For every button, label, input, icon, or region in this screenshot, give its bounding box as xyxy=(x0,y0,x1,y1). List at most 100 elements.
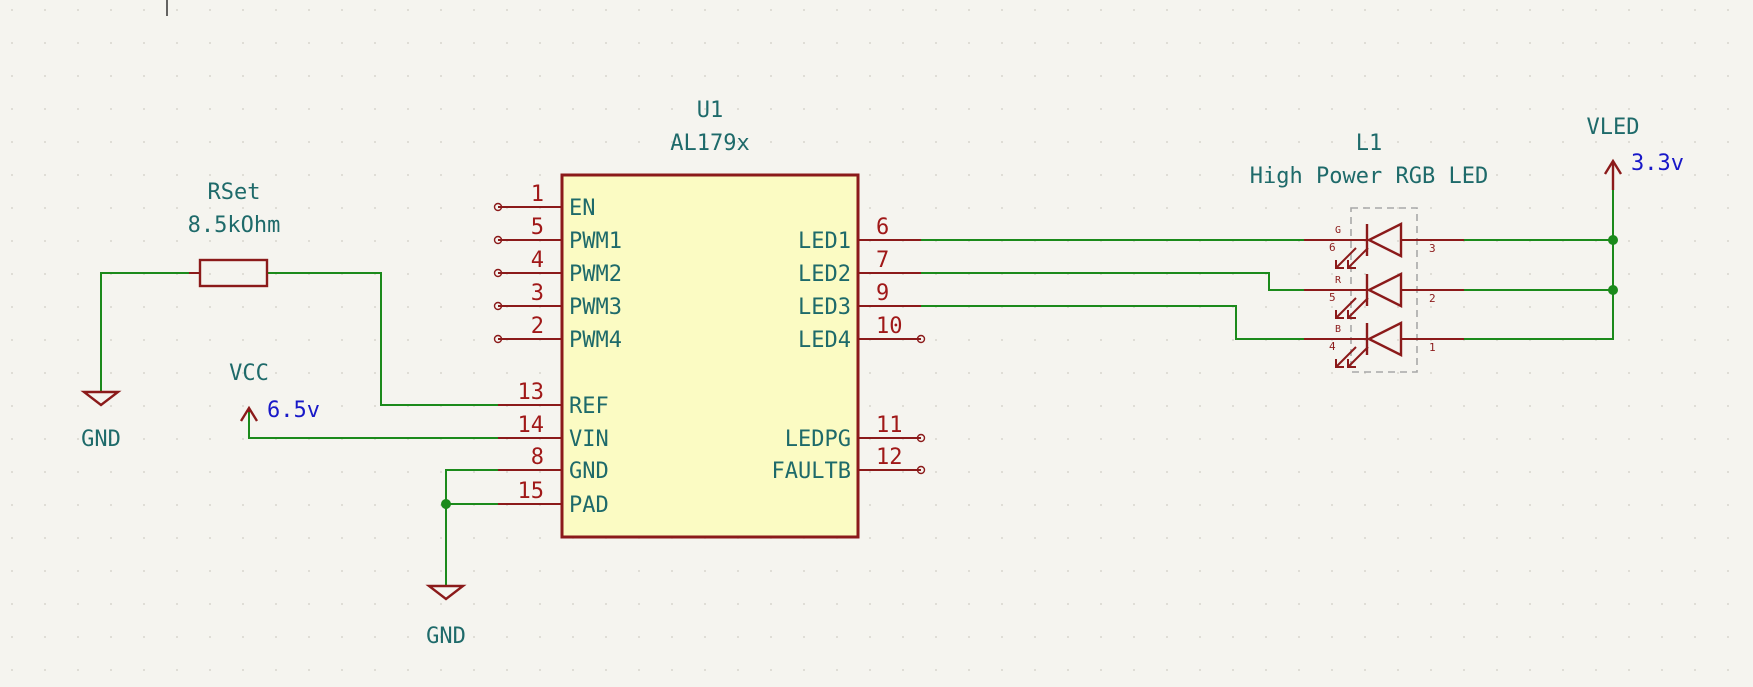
vcc-symbol[interactable]: VCC 6.5v xyxy=(229,361,320,423)
grid-dot xyxy=(1628,405,1630,407)
grid-dot xyxy=(869,9,871,11)
wire-gnd-pin[interactable] xyxy=(445,469,499,505)
u1-pin-en[interactable]: 1EN xyxy=(493,182,596,221)
resistor-body[interactable] xyxy=(198,258,269,288)
gnd-symbol-left[interactable]: GND xyxy=(80,390,122,452)
grid-dot xyxy=(374,636,376,638)
grid-dot xyxy=(1694,306,1696,308)
grid-dot xyxy=(1232,438,1234,440)
grid-dot xyxy=(473,273,475,275)
grid-dot xyxy=(209,174,211,176)
u1-body[interactable] xyxy=(560,173,860,539)
grid-dot xyxy=(209,75,211,77)
grid-dot xyxy=(1694,636,1696,638)
gnd-symbol-bottom[interactable]: GND xyxy=(425,584,467,649)
pin-name: PAD xyxy=(569,493,609,518)
grid-dot xyxy=(1199,207,1201,209)
grid-dot xyxy=(1430,504,1432,506)
grid-dot xyxy=(506,471,508,473)
grid-dot xyxy=(1199,471,1201,473)
grid-dot xyxy=(1232,9,1234,11)
grid-dot xyxy=(341,108,343,110)
grid-dot xyxy=(1397,570,1399,572)
grid-dot xyxy=(1265,207,1267,209)
grid-dot xyxy=(1232,372,1234,374)
grid-dot xyxy=(902,669,904,671)
unconnected-pin-marker xyxy=(493,334,503,344)
wire-vcc-vin[interactable] xyxy=(248,411,499,439)
grid-dot xyxy=(1661,207,1663,209)
grid-dot xyxy=(1166,603,1168,605)
pin-name: PWM3 xyxy=(569,295,622,320)
grid-dot xyxy=(242,75,244,77)
grid-dot xyxy=(671,108,673,110)
wire-rset-ref[interactable] xyxy=(267,272,499,406)
unconnected-pin-marker xyxy=(916,465,926,475)
grid-dot xyxy=(1133,42,1135,44)
wire-pad-gnd[interactable] xyxy=(445,503,499,587)
grid-dot xyxy=(1364,174,1366,176)
grid-dot xyxy=(1595,570,1597,572)
grid-dot xyxy=(1100,669,1102,671)
grid-dot xyxy=(1298,636,1300,638)
grid-dot xyxy=(737,9,739,11)
grid-dot xyxy=(1067,471,1069,473)
grid-dot xyxy=(506,108,508,110)
grid-dot xyxy=(1100,471,1102,473)
grid-dot xyxy=(1595,636,1597,638)
grid-dot xyxy=(374,372,376,374)
grid-dot xyxy=(1661,339,1663,341)
wire-vled-bus[interactable] xyxy=(1463,189,1614,340)
vled-symbol[interactable]: VLED 3.3v xyxy=(1587,115,1684,190)
grid-dot xyxy=(1364,537,1366,539)
grid-dot xyxy=(407,207,409,209)
pin-number: 1 xyxy=(531,182,544,207)
grid-dot xyxy=(935,207,937,209)
grid-dot xyxy=(308,405,310,407)
grid-dot xyxy=(1265,471,1267,473)
wire-led3[interactable] xyxy=(920,305,1305,340)
grid-dot xyxy=(935,372,937,374)
u1-component[interactable]: U1 AL179x 1EN5PWM14PWM23PWM32PWM413REF14… xyxy=(493,98,926,539)
grid-dot xyxy=(473,306,475,308)
grid-dot xyxy=(1496,537,1498,539)
grid-dot xyxy=(1529,9,1531,11)
grid-dot xyxy=(440,339,442,341)
grid-dot xyxy=(1265,108,1267,110)
wire-rset-gnd[interactable] xyxy=(100,272,190,393)
grid-dot xyxy=(1694,273,1696,275)
rset-component[interactable]: RSet 8.5kOhm xyxy=(188,180,281,288)
grid-dot xyxy=(1529,537,1531,539)
grid-dot xyxy=(1694,504,1696,506)
grid-dot xyxy=(11,438,13,440)
grid-dot xyxy=(77,504,79,506)
pin-name: LED4 xyxy=(798,328,851,353)
wire-led2[interactable] xyxy=(920,272,1305,291)
grid-dot xyxy=(44,438,46,440)
grid-dot xyxy=(1199,537,1201,539)
grid-dot xyxy=(11,240,13,242)
grid-dot xyxy=(572,9,574,11)
grid-dot xyxy=(1694,570,1696,572)
grid-dot xyxy=(1628,471,1630,473)
grid-dot xyxy=(506,174,508,176)
grid-dot xyxy=(209,9,211,11)
